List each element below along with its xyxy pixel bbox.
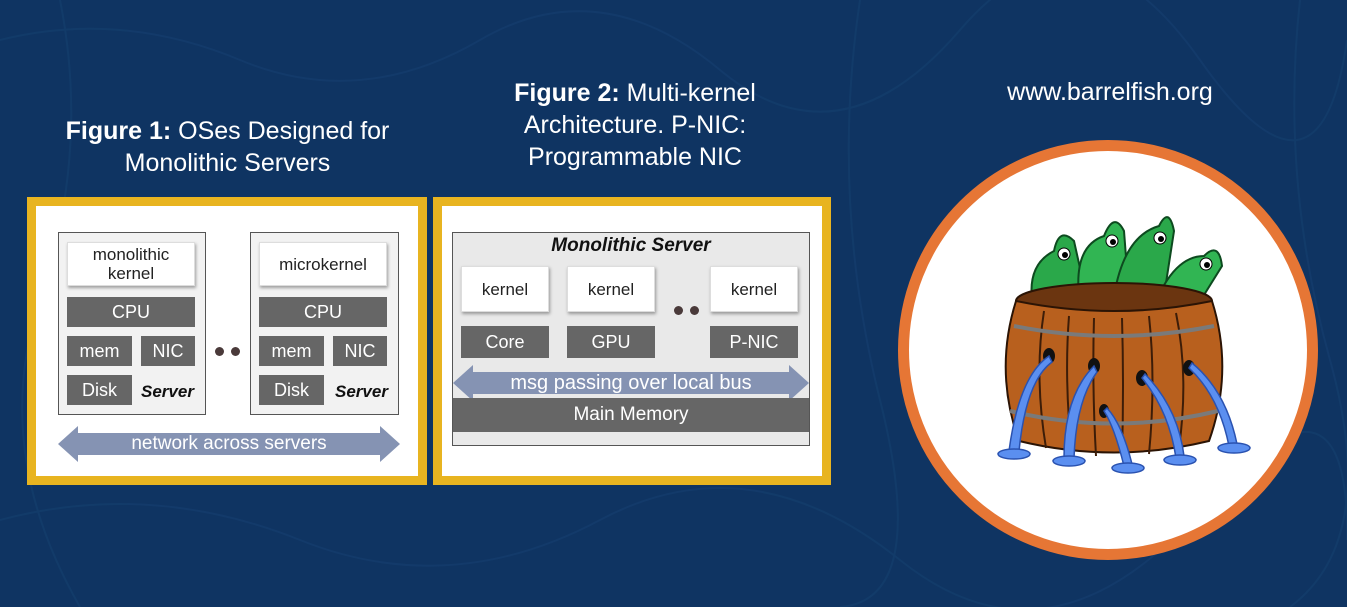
pnic-box: P-NIC bbox=[710, 326, 798, 358]
right-server-box: microkernel CPU mem NIC Disk Server bbox=[250, 232, 399, 415]
water-jets-icon bbox=[997, 354, 1251, 474]
ellipsis-dots bbox=[215, 347, 240, 356]
figure2-caption-line1: Multi-kernel bbox=[626, 79, 756, 107]
bus-label: msg passing over local bus bbox=[510, 371, 752, 394]
cpu-box: CPU bbox=[259, 297, 387, 327]
figure1-caption-text: OSes Designed for Monolithic Servers bbox=[124, 117, 390, 177]
figure1-diagram: monolithic kernel CPU mem NIC Disk Serve… bbox=[27, 197, 427, 485]
kernel-box-gpu: kernel bbox=[567, 266, 655, 312]
server-label: Server bbox=[141, 382, 194, 401]
figure2-caption-line3: Programmable NIC bbox=[528, 143, 742, 171]
bus-arrow bbox=[453, 365, 809, 401]
disk-box: Disk bbox=[259, 375, 324, 405]
figure1-caption: Figure 1: OSes Designed for Monolithic S… bbox=[40, 115, 415, 179]
disk-box: Disk bbox=[67, 375, 132, 405]
server-label: Server bbox=[335, 382, 388, 401]
monolithic-kernel-box: monolithic kernel bbox=[67, 242, 195, 286]
nic-box: NIC bbox=[141, 336, 195, 366]
microkernel-box: microkernel bbox=[259, 242, 387, 286]
kernel-box-core: kernel bbox=[461, 266, 549, 312]
core-box: Core bbox=[461, 326, 549, 358]
mem-box: mem bbox=[67, 336, 132, 366]
kernel-box-pnic: kernel bbox=[710, 266, 798, 312]
barrel-fish-illustration bbox=[997, 216, 1251, 474]
barrelfish-logo bbox=[898, 140, 1318, 560]
ellipsis-dots bbox=[674, 306, 699, 315]
main-memory-box: Main Memory bbox=[453, 398, 809, 432]
gpu-box: GPU bbox=[567, 326, 655, 358]
monolithic-server-title: Monolithic Server bbox=[551, 235, 711, 256]
nic-box: NIC bbox=[333, 336, 387, 366]
left-server-box: monolithic kernel CPU mem NIC Disk Serve… bbox=[58, 232, 206, 415]
network-label: network across servers bbox=[131, 433, 327, 454]
figure2-caption: Figure 2: Multi-kernel Architecture. P-N… bbox=[455, 77, 815, 173]
mem-box: mem bbox=[259, 336, 324, 366]
figure2-diagram: Monolithic Server kernel Core kernel GPU… bbox=[433, 197, 831, 485]
barrelfish-url: www.barrelfish.org bbox=[1007, 78, 1213, 106]
figure2-caption-line2: Architecture. P-NIC: bbox=[523, 111, 747, 139]
network-arrow bbox=[58, 426, 400, 462]
cpu-box: CPU bbox=[67, 297, 195, 327]
figure1-caption-bold: Figure 1: bbox=[65, 117, 172, 145]
figure2-caption-bold: Figure 2: bbox=[514, 79, 620, 107]
